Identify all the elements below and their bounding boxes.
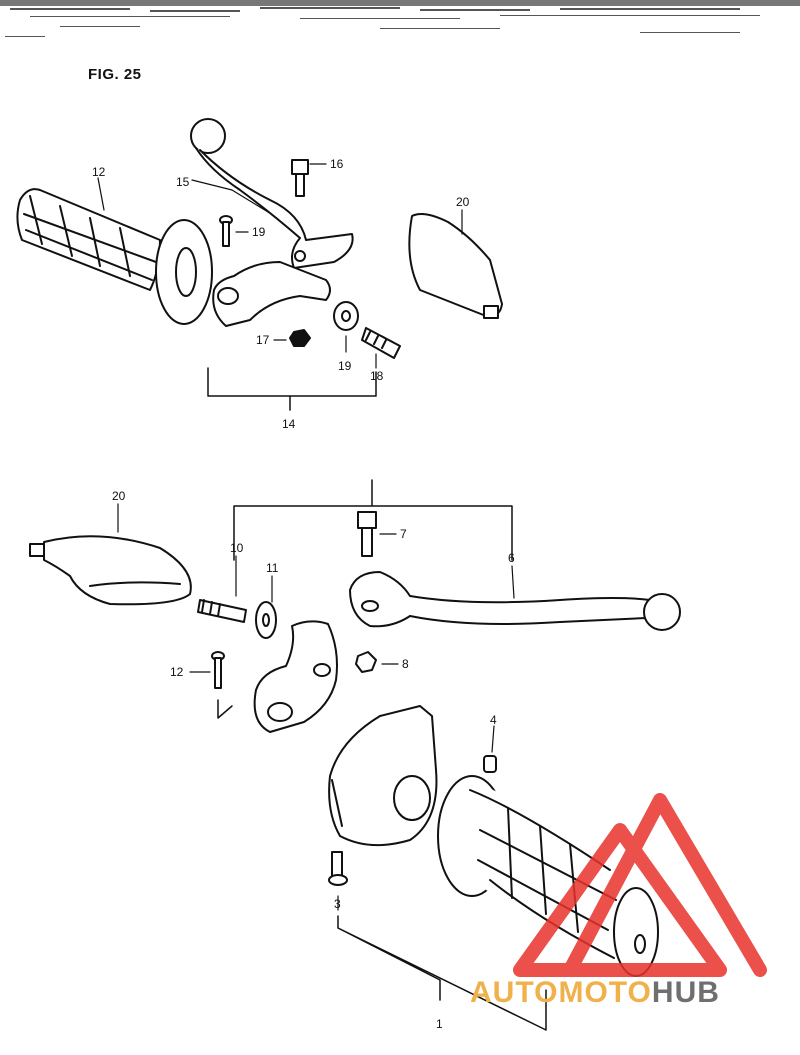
screw-3 <box>328 851 348 886</box>
cover-upper <box>408 213 503 319</box>
switch-housing <box>328 705 438 847</box>
lever-holder-upper <box>212 261 331 327</box>
bracket-6 <box>233 479 513 561</box>
callout-14: 15 <box>176 175 190 189</box>
grip-lower <box>437 775 659 977</box>
screw-19 <box>219 215 233 247</box>
grip-upper <box>16 188 213 325</box>
screw-11 <box>211 651 233 719</box>
watermark-text-accent: AUTOMOTO <box>470 976 652 1009</box>
callout-16: 17 <box>256 333 270 347</box>
figure-title: FIG. 25 <box>88 66 142 83</box>
cover-lower <box>29 535 192 606</box>
bracket-13 <box>207 367 377 411</box>
callout-20-lower: 20 <box>112 489 126 503</box>
adjuster-9 <box>197 599 247 623</box>
callout-19: 19 <box>252 225 266 239</box>
callout-20-upper: 20 <box>456 195 470 209</box>
callout-6: 6 <box>508 551 515 565</box>
callout-12: 12 <box>92 165 106 179</box>
adjuster-17 <box>361 327 401 359</box>
nut-8 <box>355 651 377 673</box>
callout-17: 18 <box>370 369 384 383</box>
bracket-1 <box>337 915 547 1031</box>
callout-4: 4 <box>490 713 497 727</box>
callout-18: 19 <box>338 359 352 373</box>
callout-13: 14 <box>282 417 296 431</box>
washer-10 <box>255 601 277 639</box>
scan-noise-band <box>0 0 800 37</box>
bolt-7 <box>357 511 377 557</box>
callout-11: 12 <box>170 665 184 679</box>
callout-10: 11 <box>266 561 279 575</box>
washer-18 <box>333 301 359 331</box>
lever-upper <box>190 118 354 269</box>
leader-lines <box>97 163 515 911</box>
watermark-text: AUTOMOTOHUB <box>470 976 720 1010</box>
nut-16 <box>289 329 311 347</box>
callout-8: 8 <box>402 657 409 671</box>
watermark-logo-icon <box>513 793 767 977</box>
lever-holder-lower <box>253 620 338 733</box>
watermark-text-dark: HUB <box>651 976 720 1009</box>
bolt-15 <box>291 159 309 197</box>
callout-9: 10 <box>230 541 244 555</box>
callout-3: 3 <box>334 897 341 911</box>
callout-1: 1 <box>436 1017 443 1031</box>
callout-7: 7 <box>400 527 407 541</box>
lever-lower <box>349 571 681 631</box>
pin-4 <box>483 755 497 773</box>
callout-15: 16 <box>330 157 344 171</box>
